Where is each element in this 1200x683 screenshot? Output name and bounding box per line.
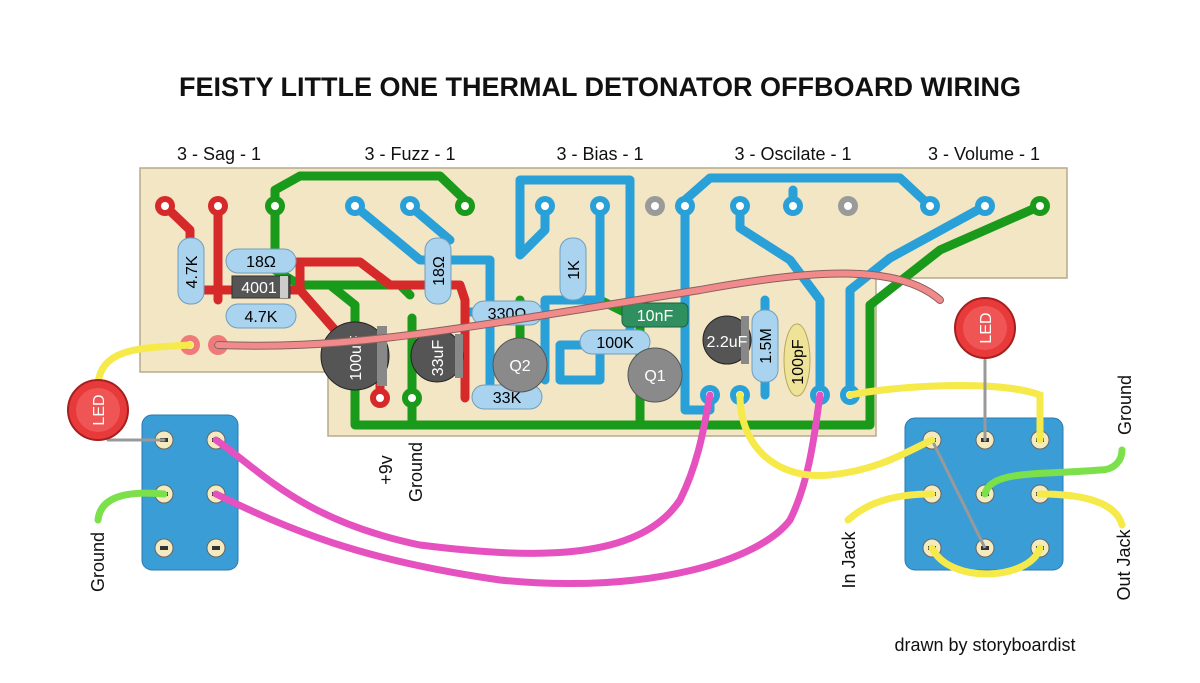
svg-text:LED: LED: [91, 394, 108, 425]
capacitor-2u2f: 2.2uF: [702, 315, 752, 365]
transistor-q2: Q2: [492, 337, 548, 393]
svg-text:10nF: 10nF: [637, 308, 674, 325]
svg-text:4001: 4001: [241, 280, 277, 297]
svg-text:33K: 33K: [493, 390, 522, 407]
resistor-100k: 100K: [579, 329, 651, 355]
capacitor-33uf: 33uF: [410, 329, 464, 383]
svg-text:4.7K: 4.7K: [184, 255, 201, 288]
pot-label-sag: 3 - Sag - 1: [177, 144, 261, 164]
pot-pads: [155, 196, 1050, 216]
svg-text:1K: 1K: [566, 260, 583, 280]
credit-text: drawn by storyboardist: [894, 635, 1075, 655]
label-out-jack: Out Jack: [1114, 528, 1134, 600]
resistor-4k7-vertical: 4.7K: [177, 237, 205, 305]
svg-text:1.5M: 1.5M: [758, 328, 775, 364]
svg-text:33uF: 33uF: [430, 340, 447, 377]
label-ground-right: Ground: [1115, 375, 1135, 435]
capacitor-10nf: 10nF: [621, 302, 689, 328]
resistor-18-vertical: 18Ω: [424, 237, 452, 305]
svg-text:2.2uF: 2.2uF: [707, 334, 748, 351]
svg-text:100uF: 100uF: [348, 335, 365, 381]
transistor-q1: Q1: [627, 347, 683, 403]
label-in-jack: In Jack: [839, 530, 859, 588]
svg-text:LED: LED: [978, 312, 995, 343]
pot-label-bias: 3 - Bias - 1: [556, 144, 643, 164]
switch-jumper: [930, 439, 987, 549]
svg-text:100K: 100K: [596, 335, 634, 352]
svg-text:4.7K: 4.7K: [245, 309, 278, 326]
diagram-title: FEISTY LITTLE ONE THERMAL DETONATOR OFFB…: [179, 72, 1021, 102]
resistor-1k: 1K: [559, 237, 587, 301]
pot-label-oscillate: 3 - Oscilate - 1: [734, 144, 851, 164]
capacitor-100uf: 100uF: [320, 321, 390, 391]
pot-label-volume: 3 - Volume - 1: [928, 144, 1040, 164]
label-plus9v: +9v: [376, 455, 396, 485]
capacitor-100pf: 100pF: [783, 323, 811, 397]
offboard-wires: [94, 269, 1126, 588]
led-left: LED: [67, 379, 129, 441]
svg-text:18Ω: 18Ω: [246, 254, 276, 271]
svg-text:18Ω: 18Ω: [431, 256, 448, 286]
led-right: LED: [954, 297, 1016, 359]
label-ground-left: Ground: [88, 532, 108, 592]
resistor-4k7-horizontal: 4.7K: [225, 303, 297, 329]
svg-text:100pF: 100pF: [790, 339, 807, 385]
svg-text:Q2: Q2: [509, 358, 530, 375]
label-ground-board: Ground: [406, 442, 426, 502]
resistor-18-horizontal: 18Ω: [225, 248, 297, 274]
diode-4001: 4001: [231, 275, 291, 299]
pot-label-fuzz: 3 - Fuzz - 1: [364, 144, 455, 164]
resistor-1m5: 1.5M: [751, 309, 779, 383]
svg-text:Q1: Q1: [644, 368, 665, 385]
